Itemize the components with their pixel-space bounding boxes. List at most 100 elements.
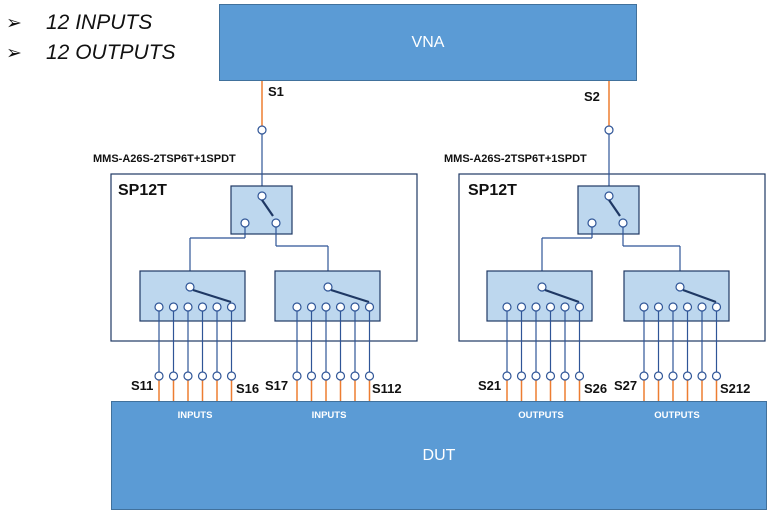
sp6t-switch-blade [192, 288, 232, 304]
output-connector-circle [560, 371, 570, 381]
module-frame-left [110, 173, 418, 342]
output-connector-circle [697, 371, 707, 381]
output-connector-circle [545, 371, 556, 381]
dut-label: DUT [422, 446, 456, 464]
feature-list: ➢ 12 INPUTS ➢ 12 OUTPUTS [6, 8, 176, 68]
module-model-right: MMS-A26S-2TSP6T+1SPDT [444, 153, 587, 165]
output-connector-circle [668, 371, 678, 381]
bullet-item: ➢ 12 OUTPUTS [6, 38, 176, 68]
sp6t-throw-terminal [682, 302, 693, 312]
sp6t-throw-terminal [653, 302, 664, 312]
sp6t-common-terminal [537, 282, 547, 292]
top-connector-circle [604, 125, 614, 135]
output-connector-circle [350, 371, 360, 381]
dut-block: DUT [111, 401, 767, 510]
port-label-s1: S1 [268, 84, 284, 99]
output-connector-circle [212, 371, 222, 381]
sp6t-throw-terminal [560, 302, 570, 312]
spdt-throw-terminal [271, 218, 281, 228]
output-connector-circle [531, 371, 541, 381]
sp6t-throw-terminal [321, 302, 331, 312]
output-connector-circle [321, 371, 331, 381]
sp6t-switch-box [274, 270, 381, 322]
orange-wires [158, 81, 718, 401]
output-connector-circle [197, 371, 208, 381]
sp6t-throw-terminal [154, 302, 164, 312]
output-connector-circle [183, 371, 193, 381]
bullet-text: 12 OUTPUTS [46, 41, 176, 64]
sp6t-throw-terminal [364, 302, 375, 312]
module-frames [110, 173, 766, 342]
sp6t-throw-terminal [183, 302, 193, 312]
port-label-s2: S2 [584, 89, 600, 104]
io-label-inputs-1: INPUTS [177, 410, 213, 421]
spdt-switch-blade [608, 199, 621, 217]
io-label-inputs-2: INPUTS [311, 410, 347, 421]
sp6t-throw-terminal [668, 302, 678, 312]
module-title-right: SP12T [468, 182, 517, 199]
spdt-common-terminal [257, 191, 267, 201]
spdt-throw-terminal [618, 218, 628, 228]
sp6t-common-terminal [675, 282, 685, 292]
output-connector-circle [306, 371, 317, 381]
spdt-switch-blade [261, 199, 274, 217]
sp6t-throw-terminal [502, 302, 512, 312]
module-frame-right [458, 173, 766, 342]
output-connector-circle [226, 371, 237, 381]
sp6t-throw-terminal [168, 302, 179, 312]
sp6t-common-terminal [323, 282, 333, 292]
sp6t-throw-terminal [335, 302, 346, 312]
output-connector-circle [364, 371, 375, 381]
sp6t-throw-terminal [350, 302, 360, 312]
arrow-bullet-icon: ➢ [6, 12, 22, 34]
sp6t-throw-terminal [574, 302, 585, 312]
output-connector-circle [154, 371, 164, 381]
bullet-text: 12 INPUTS [46, 11, 153, 34]
port-label-s27: S27 [614, 378, 638, 393]
spdt-throw-terminal [587, 218, 597, 228]
sp6t-throw-terminal [545, 302, 556, 312]
spdt-common-terminal [604, 191, 614, 201]
output-connector-circle [502, 371, 512, 381]
output-connector-circle [639, 371, 649, 381]
vna-block: VNA [219, 4, 637, 81]
top-connector-circle [257, 125, 267, 135]
port-label-s26: S26 [584, 381, 608, 396]
sp6t-throw-terminal [516, 302, 527, 312]
port-label-s11: S11 [131, 378, 154, 393]
output-connector-circle [653, 371, 664, 381]
output-connector-circle [335, 371, 346, 381]
io-label-outputs-2: OUTPUTS [654, 410, 700, 421]
output-connector-circle [292, 371, 302, 381]
sp6t-switch-box [139, 270, 246, 322]
output-connector-circle [574, 371, 585, 381]
sp6t-throw-terminal [292, 302, 302, 312]
arrow-bullet-icon: ➢ [6, 42, 22, 64]
spdt-throw-terminal [240, 218, 250, 228]
output-connector-circle [516, 371, 527, 381]
sp6t-throw-terminal [531, 302, 541, 312]
vna-label: VNA [411, 33, 445, 51]
sp6t-switch-blade [330, 288, 370, 304]
sp6t-common-terminal [185, 282, 195, 292]
sp6t-throw-terminal [711, 302, 722, 312]
io-label-outputs-1: OUTPUTS [518, 410, 564, 421]
sp6t-throw-terminal [306, 302, 317, 312]
sp6t-throw-terminal [212, 302, 222, 312]
output-connector-circle [682, 371, 693, 381]
output-connector-circle [168, 371, 179, 381]
sp6t-switch-blade [544, 288, 580, 304]
module-title-left: SP12T [118, 182, 167, 199]
port-label-s17: S17 [265, 378, 289, 393]
port-label-s21: S21 [478, 378, 502, 393]
module-model-left: MMS-A26S-2TSP6T+1SPDT [93, 153, 236, 165]
sp6t-switch-box [486, 270, 593, 322]
output-connector-circle [711, 371, 722, 381]
port-label-s112: S112 [372, 381, 402, 396]
switch-network [139, 125, 730, 381]
sp6t-switch-blade [682, 288, 717, 304]
sp6t-throw-terminal [226, 302, 237, 312]
port-label-s16: S16 [236, 381, 260, 396]
sp6t-throw-terminal [639, 302, 649, 312]
